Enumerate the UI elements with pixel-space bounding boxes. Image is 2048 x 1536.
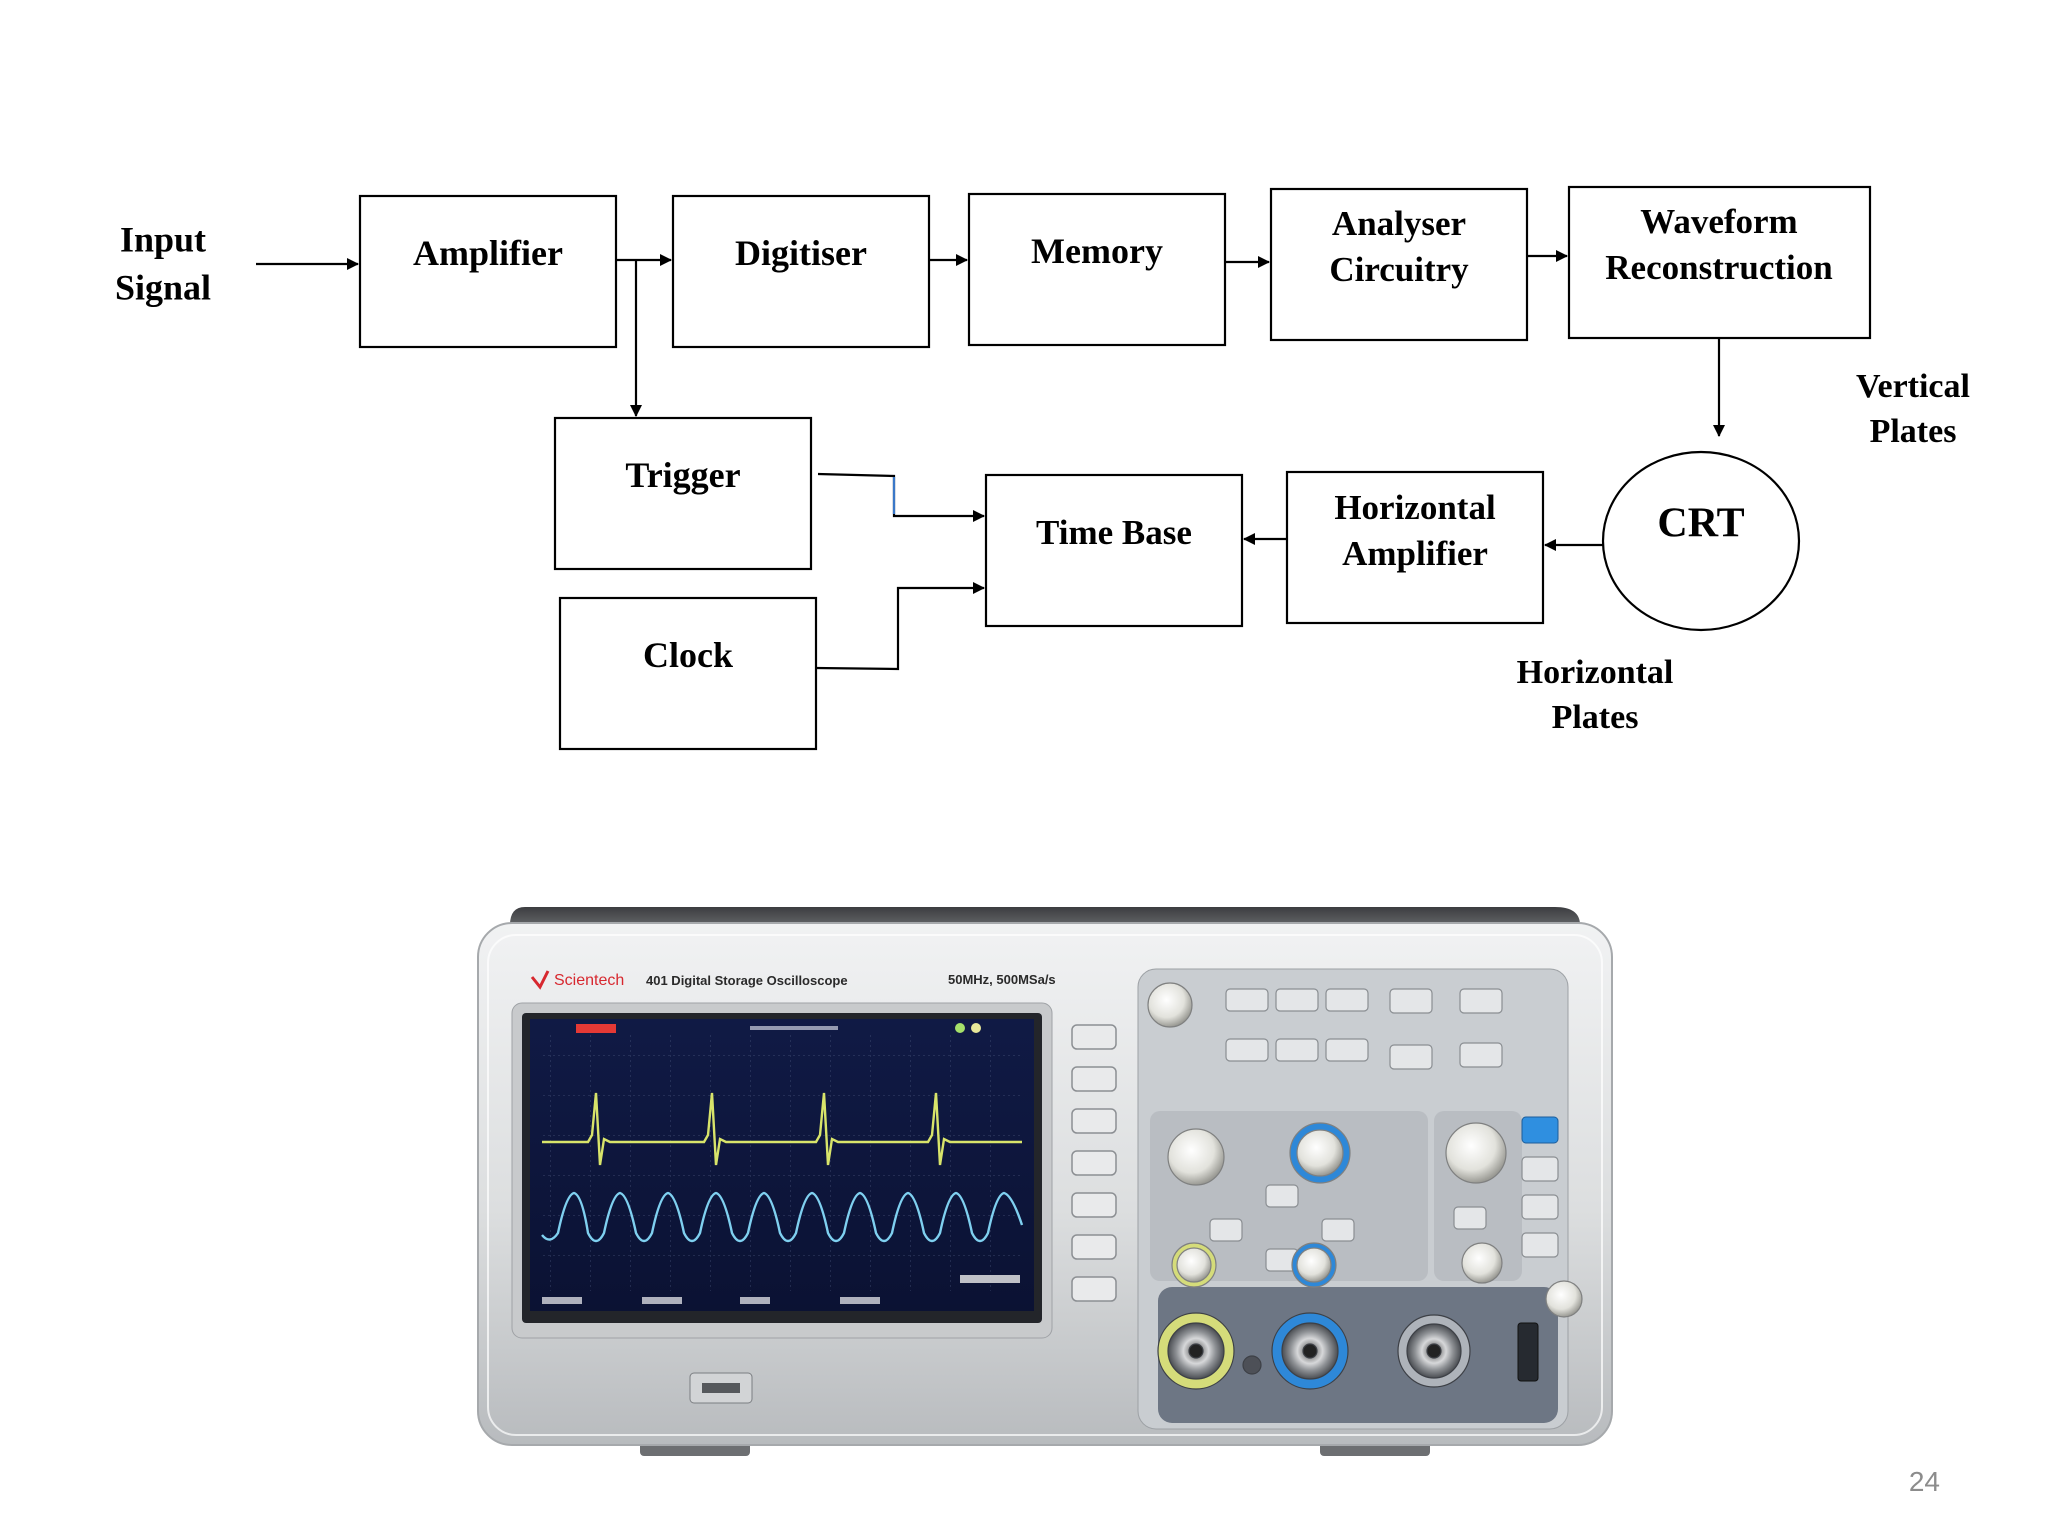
oscilloscope-photo: Scientech 401 Digital Storage Oscillosco… (477, 907, 1613, 1456)
brand-name: Scientech (554, 972, 624, 989)
model-name: 401 Digital Storage Oscilloscope (646, 973, 848, 988)
time-base-label: Time Base (1036, 512, 1192, 552)
analyser-box (1269, 187, 1529, 342)
horizontal-plates-label: Horizontal Plates (1516, 654, 1674, 736)
channel-1-trace (542, 1092, 1022, 1166)
horizontal-amplifier-label: Horizontal Amplifier (1334, 487, 1496, 573)
arrow-trigger-time-base (817, 472, 985, 522)
menu-buttons[interactable] (1209, 988, 1559, 1272)
analyser-label: Analyser Circuitry (1329, 203, 1469, 289)
brand-logo-icon (530, 970, 550, 990)
waveform-label: Waveform Reconstruction (1605, 201, 1833, 287)
input-signal-label: Input Signal (114, 219, 212, 307)
vertical-plates-label: Vertical Plates (1856, 368, 1970, 450)
trigger-box (553, 416, 813, 571)
crt-circle (1601, 450, 1801, 632)
control-knobs[interactable] (1147, 982, 1583, 1318)
time-base-box (984, 473, 1244, 628)
clock-label: Clock (643, 635, 733, 676)
bnc-connectors[interactable] (1157, 1312, 1471, 1390)
spec-text: 50MHz, 500MSa/s (948, 972, 1056, 987)
horizontal-amplifier-box (1285, 470, 1545, 625)
amplifier-label: Amplifier (413, 233, 563, 274)
probe-comp-terminal[interactable] (1517, 1322, 1539, 1382)
auto-button[interactable] (1521, 1116, 1559, 1144)
crt-label: CRT (1657, 500, 1745, 547)
block-diagram (256, 185, 1872, 751)
trigger-label: Trigger (625, 455, 741, 496)
page-number: 24 (1908, 1466, 1940, 1497)
digitiser-label: Digitiser (735, 233, 867, 274)
clock-box (558, 596, 818, 751)
memory-box (967, 192, 1227, 347)
amplifier-box (358, 194, 618, 349)
softkey-buttons[interactable] (1071, 1024, 1117, 1302)
memory-label: Memory (1031, 231, 1163, 272)
digitiser-box (671, 194, 931, 349)
arrow-clock-time-base (815, 582, 985, 671)
channel-2-trace (541, 1191, 1024, 1243)
